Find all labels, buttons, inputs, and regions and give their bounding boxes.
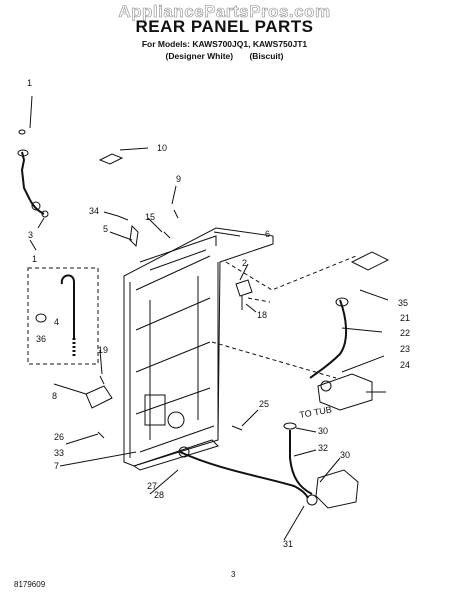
callout-6: 6 [265, 229, 270, 239]
callout-26: 26 [54, 432, 64, 442]
callout-10: 10 [157, 143, 167, 153]
callout-9: 9 [176, 174, 181, 184]
callout-22: 22 [400, 328, 410, 338]
callout-30a: 30 [318, 426, 328, 436]
callout-1b: 1 [32, 254, 37, 264]
callout-24: 24 [400, 360, 410, 370]
callout-19: 19 [98, 345, 108, 355]
callout-15: 15 [145, 212, 155, 222]
callout-23: 23 [400, 344, 410, 354]
finish-biscuit: (Biscuit) [249, 51, 284, 61]
page-title: REAR PANEL PARTS [135, 17, 314, 36]
document-number: 8179609 [14, 580, 46, 589]
callout-3: 3 [28, 230, 33, 240]
callout-7: 7 [54, 461, 59, 471]
callout-numbers: 1 1 10 9 34 5 15 6 3 2 4 36 35 21 22 18 … [27, 78, 410, 549]
callout-35: 35 [398, 298, 408, 308]
callout-8: 8 [52, 391, 57, 401]
callout-18: 18 [257, 310, 267, 320]
model-numbers: For Models: KAWS700JQ1, KAWS750JT1 [141, 39, 308, 49]
callout-25: 25 [259, 399, 269, 409]
callout-30b: 30 [340, 450, 350, 460]
callout-34: 34 [89, 206, 99, 216]
rear-panel [123, 227, 274, 467]
to-tub-label: TO TUB [299, 404, 333, 420]
callout-28: 28 [154, 490, 164, 500]
page-number: 3 [231, 570, 236, 579]
finish-colors: (Designer White) (Biscuit) [0, 51, 449, 61]
callout-27: 27 [147, 481, 157, 491]
callout-36: 36 [36, 334, 46, 344]
finish-white: (Designer White) [165, 51, 234, 61]
watermark: AppliancePartsPros.com [118, 2, 331, 22]
callout-31: 31 [283, 539, 293, 549]
callout-5: 5 [103, 224, 108, 234]
callout-1a: 1 [27, 78, 32, 88]
callout-2: 2 [242, 258, 247, 268]
callout-32: 32 [318, 443, 328, 453]
callout-4: 4 [54, 317, 59, 327]
callout-21: 21 [400, 313, 410, 323]
callout-33: 33 [54, 448, 64, 458]
